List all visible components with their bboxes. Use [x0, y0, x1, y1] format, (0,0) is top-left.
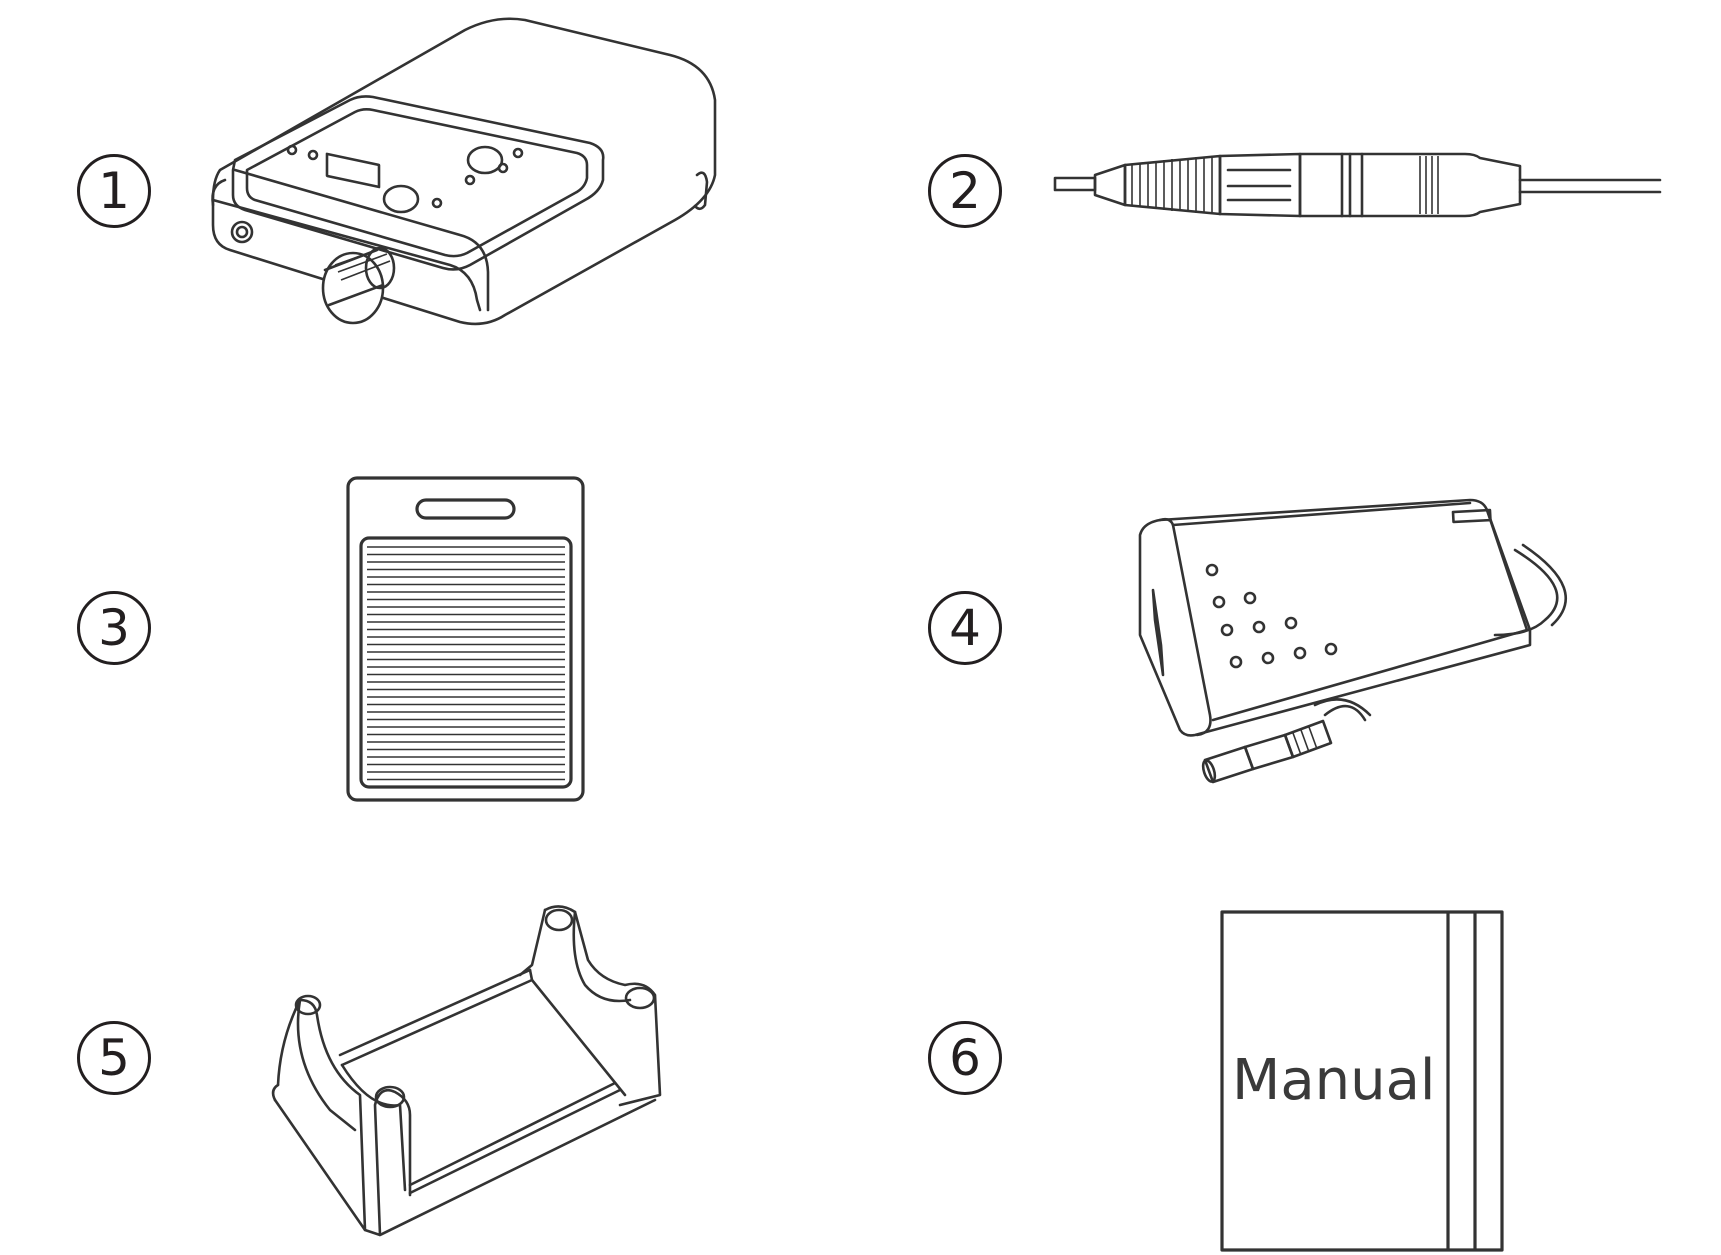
manual-cover-title: Manual — [1232, 1048, 1436, 1113]
manual-book-illustration — [1220, 910, 1504, 1252]
handpiece-holder-illustration — [271, 905, 662, 1237]
item-number-4: 4 — [928, 591, 1002, 665]
power-adapter-illustration — [1138, 498, 1568, 784]
item-number-2: 2 — [928, 154, 1002, 228]
item-number-3: 3 — [77, 591, 151, 665]
item-number-6: 6 — [928, 1021, 1002, 1095]
item-number-1: 1 — [77, 154, 151, 228]
item-number-5: 5 — [77, 1021, 151, 1095]
foot-pedal-illustration — [346, 476, 585, 802]
control-unit-illustration — [211, 17, 717, 326]
handpiece-illustration — [1053, 152, 1662, 218]
